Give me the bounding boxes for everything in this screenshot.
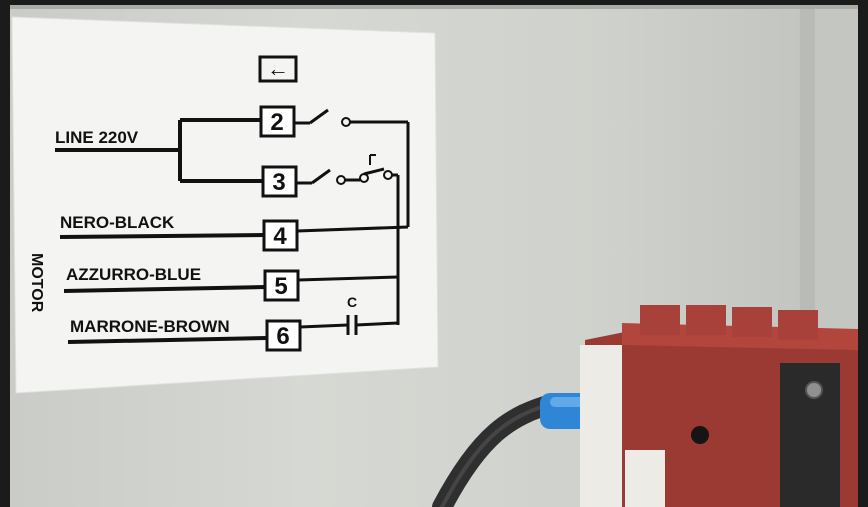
terminal-2: 2 bbox=[259, 105, 296, 138]
photo-scene: ← LINE 220V 2 3 bbox=[10, 5, 858, 507]
wiring-label-card: ← LINE 220V 2 3 bbox=[11, 16, 439, 394]
terminal-3-number: 3 bbox=[272, 169, 285, 196]
terminal-3: 3 bbox=[261, 165, 298, 198]
wire-label-brown: MARRONE-BROWN bbox=[70, 317, 230, 336]
scene-svg: ← LINE 220V 2 3 bbox=[10, 5, 858, 507]
switch-screw-hole bbox=[691, 426, 709, 444]
rotary-switch-body bbox=[580, 305, 858, 507]
terminal-5: 5 bbox=[263, 269, 300, 302]
line-220v-label: LINE 220V bbox=[55, 128, 139, 147]
arrow-box bbox=[258, 55, 298, 83]
label-card-surface bbox=[11, 16, 439, 394]
switch-contact-3 bbox=[311, 168, 331, 185]
capacitor-label: C bbox=[347, 294, 357, 310]
wire-label-blue: AZZURRO-BLUE bbox=[66, 265, 201, 284]
switch-side-sticker bbox=[580, 345, 622, 507]
wire-label-black: NERO-BLACK bbox=[60, 213, 175, 232]
terminal-4-number: 4 bbox=[273, 223, 287, 250]
motor-label: MOTOR bbox=[28, 253, 45, 313]
terminal-6: 6 bbox=[265, 319, 302, 352]
terminal-5-number: 5 bbox=[274, 273, 287, 300]
mount-screw bbox=[805, 381, 823, 399]
terminal-4: 4 bbox=[262, 219, 299, 252]
terminal-2-number: 2 bbox=[270, 109, 283, 136]
motor-cable bbox=[432, 393, 565, 507]
arrow-symbol: ← bbox=[267, 56, 289, 81]
switch-contact-2 bbox=[309, 108, 329, 125]
terminal-6-number: 6 bbox=[276, 323, 289, 350]
